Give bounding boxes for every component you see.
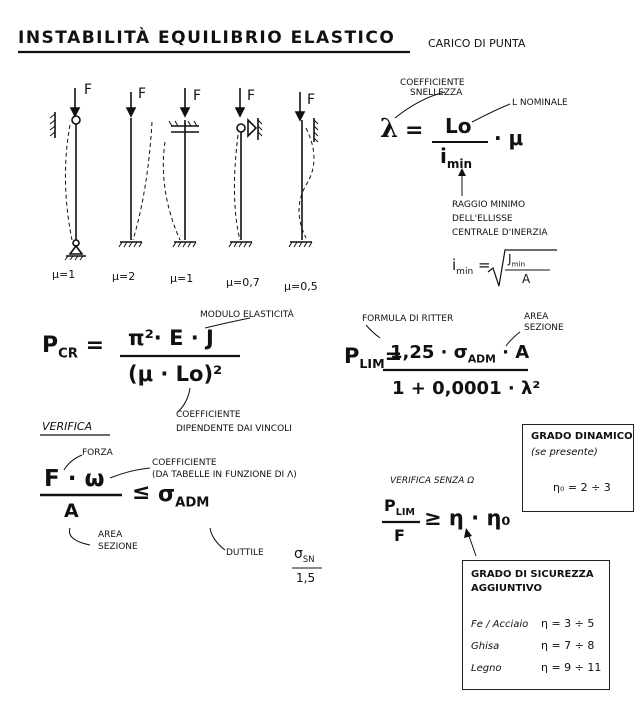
note-formula-ritter: FORMULA DI RITTER [362,314,454,324]
pcr-lhs: PCR = [42,333,105,362]
arrow-eta [467,532,477,557]
mu-label-2: μ=2 [112,270,136,283]
note-modulo-elasticita: MODULO ELASTICITÀ [200,310,294,320]
arrow-ritter [365,324,381,339]
arrow-area-verifica [68,527,91,546]
dynamic-grade-formula: η₀ = 2 ÷ 3 [553,481,611,494]
verifica-denominator: A [64,500,79,522]
note-coefficiente-1: COEFFICIENTE [152,458,217,468]
note-area-verifica-2: SEZIONE [98,542,138,552]
verifica-leq: ≤ [132,480,151,505]
lambda-numerator: Lo [445,114,472,138]
verifica-sigma-adm: σADM [158,482,210,511]
load-label: F [247,88,256,104]
note-coeff-snellezza-2: SNELLEZZA [410,88,463,98]
safety-grade-title-1: GRADO DI SICUREZZA [471,569,594,580]
page-subtitle: CARICO DI PUNTA [428,37,526,50]
verifica-senza-rhs: ≥ η · η₀ [424,506,511,530]
mu-label-4: μ=0,7 [226,276,260,289]
ductile-numerator: σSN [294,546,315,564]
note-area-ritter-2: SEZIONE [524,323,564,333]
mu-label-3: μ=1 [170,272,194,285]
verifica-senza-denominator: F [394,526,405,545]
safety-row-material: Legno [471,663,502,674]
safety-row-value: η = 7 ÷ 8 [541,639,595,652]
note-forza: FORZA [82,448,113,458]
note-l-nominale: L NOMINALE [512,98,568,108]
lambda-symbol: λ [380,114,399,144]
note-coeff-snellezza-1: COEFFICIENTE [400,78,465,88]
arrow-duttile [209,527,226,551]
safety-row-material: Fe / Acciaio [471,619,529,630]
imin-numerator: Jmin [508,252,526,269]
arrow-modulo [204,317,251,329]
arrow-coeff-vincoli [177,387,191,413]
verifica-heading: VERIFICA [42,420,93,433]
column-hinged-hinged [49,88,86,261]
load-label: F [193,88,202,104]
note-coefficiente-2: (DA TABELLE IN FUNZIONE DI λ) [152,470,297,480]
mu-label-5: μ=0,5 [284,280,318,293]
dynamic-grade-box: GRADO DINAMICO (se presente) η₀ = 2 ÷ 3 [522,424,634,512]
note-raggio-2: DELL'ELLISSE [452,214,513,224]
column-fixed-fixed [288,92,319,248]
column-cantilever [118,92,153,248]
safety-grade-box: GRADO DI SICUREZZA AGGIUNTIVO Fe / Accia… [462,560,610,690]
verifica-senza-numerator: PLIM [384,496,415,519]
load-label: F [138,86,147,102]
page-title: INSTABILITÀ EQUILIBRIO ELASTICO [18,28,396,48]
euler-denominator: (μ · Lo)² [128,362,223,386]
lambda-denominator: imin [440,144,473,171]
imin-lhs: imin = [452,256,491,277]
sqrt-sign [487,249,557,287]
mu-label-1: μ=1 [52,268,76,281]
safety-row-value: η = 3 ÷ 5 [541,617,595,630]
arrow-area-ritter [505,331,521,347]
note-area-ritter-1: AREA [524,312,549,322]
note-raggio-3: CENTRALE D'INERZIA [452,228,548,238]
arrow-coeff-snellezza [394,91,446,119]
imin-denominator: A [522,272,531,286]
note-duttile: DUTTILE [226,548,264,558]
ritter-denominator: 1 + 0,0001 · λ² [392,378,541,399]
verifica-senza-heading: VERIFICA SENZA ω [390,476,475,486]
euler-numerator: π²· E · J [128,326,214,350]
lambda-times-mu: · μ [494,126,524,150]
load-label: F [307,92,316,108]
lambda-equals: = [405,118,424,143]
verifica-numerator: F · ω [44,466,105,492]
arrow-coefficiente [109,467,151,479]
note-coeff-vincoli-1: COEFFICIENTE [176,410,241,420]
column-fixed-hinged [228,88,263,248]
ductile-denominator: 1,5 [296,571,316,585]
arrow-l-nominale [471,103,511,123]
note-area-verifica-1: AREA [98,530,123,540]
column-fixed-sliding [162,88,199,248]
safety-grade-title-2: AGGIUNTIVO [471,583,542,594]
safety-row-value: η = 9 ÷ 11 [541,661,602,674]
note-coeff-vincoli-2: DIPENDENTE DAI VINCOLI [176,424,292,434]
note-raggio-1: RAGGIO MINIMO [452,200,526,210]
load-label: F [84,82,93,98]
dynamic-grade-subtitle: (se presente) [531,447,598,458]
plim-lhs: PLIM= [344,344,403,372]
dynamic-grade-title: GRADO DINAMICO [531,431,633,442]
ritter-numerator: 1,25 · σADM · A [390,342,530,366]
arrow-forza [63,454,83,471]
safety-row-material: Ghisa [471,641,500,652]
